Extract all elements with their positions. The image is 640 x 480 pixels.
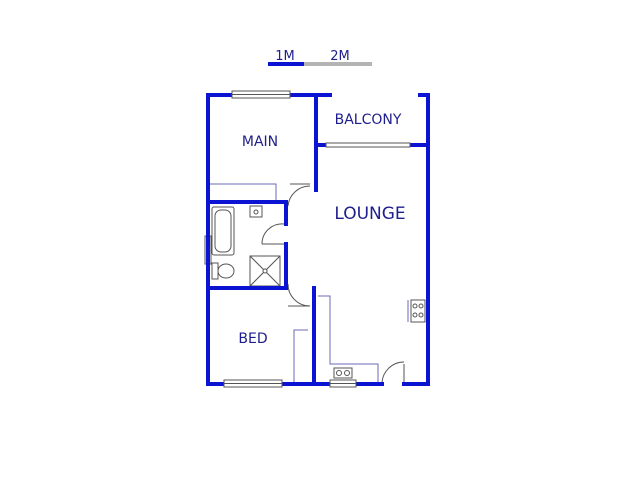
- room-label-lounge: LOUNGE: [334, 204, 405, 224]
- sink-bowl-2: [344, 370, 350, 376]
- room-labels: MAIN BALCONY LOUNGE BED: [238, 112, 405, 347]
- stove-plate-1: [412, 303, 418, 309]
- room-label-bed: BED: [238, 331, 267, 347]
- room-label-balcony: BALCONY: [335, 112, 402, 128]
- stove-plate-2: [418, 303, 424, 309]
- shower-drain: [262, 268, 268, 274]
- bed-cupboard-outline: [293, 329, 308, 382]
- bathroom-fixtures: [204, 205, 281, 287]
- stove-plate-3: [412, 312, 418, 318]
- basin-drain: [253, 209, 259, 215]
- scale-label-1m: 1M: [275, 49, 295, 64]
- sink-bowl-1: [336, 370, 342, 376]
- bathtub-inner: [214, 209, 232, 253]
- main-cupboard-outline: [210, 183, 277, 202]
- toilet-bowl: [217, 263, 235, 279]
- stove-plate-4: [418, 312, 424, 318]
- room-label-main: MAIN: [242, 134, 278, 150]
- kitchen-sink: [333, 367, 353, 379]
- doors: [261, 183, 405, 385]
- stove: [410, 299, 426, 323]
- bathroom-door-swing: [261, 223, 285, 245]
- toilet-cistern: [211, 262, 219, 280]
- main-door-swing: [287, 185, 311, 207]
- kitchen-fixtures: [333, 299, 426, 379]
- kitchen-counter-outline: [318, 295, 379, 382]
- balcony-door-frame: [325, 142, 411, 148]
- bed-door-swing: [287, 283, 311, 307]
- entrance-door-swing: [381, 361, 405, 385]
- scale-bar: 1M 2M: [268, 49, 372, 66]
- windows: [223, 90, 411, 388]
- scale-label-2m: 2M: [330, 49, 350, 64]
